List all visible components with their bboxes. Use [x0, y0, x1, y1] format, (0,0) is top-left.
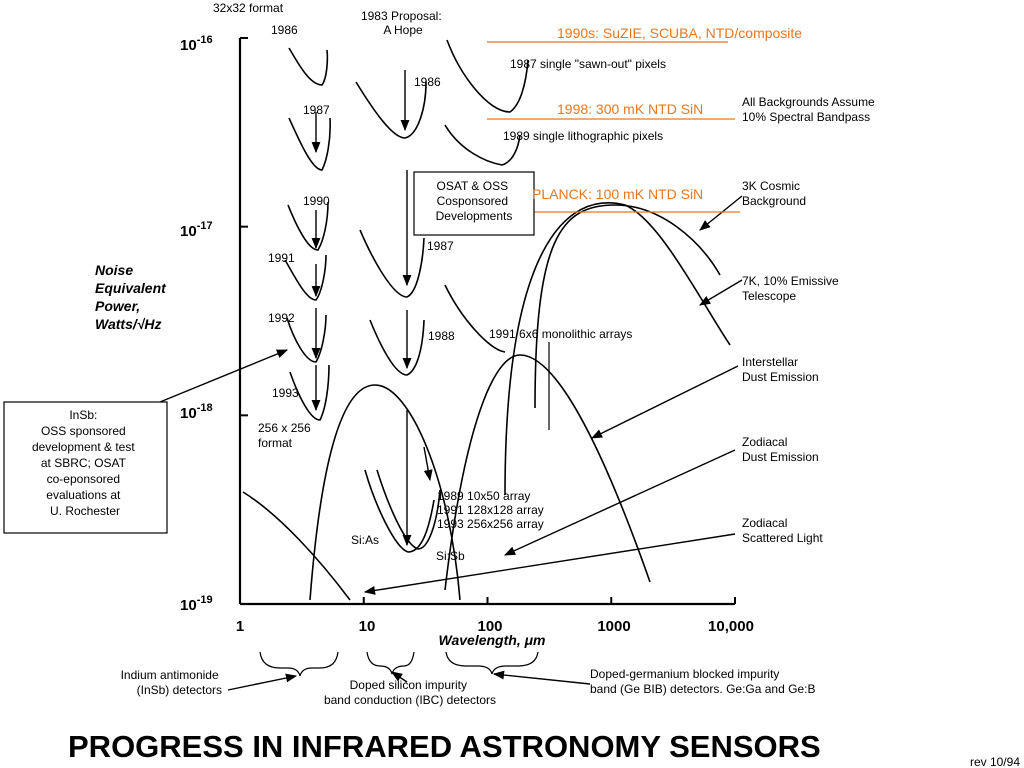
y-tick-label: 10-17 [180, 220, 213, 240]
insb-curve-1991 [284, 254, 327, 301]
insb-curve-1986 [288, 47, 329, 86]
pointer-ge-det [492, 670, 591, 685]
pointer-interstellar [590, 365, 739, 439]
label-insb-detectors: Indium antimonide (InSb) detectors [121, 668, 222, 697]
label-ibc-1987: 1987 [427, 239, 454, 253]
osat-box: OSAT & OSS Cosponsored Developments [413, 171, 535, 236]
progress-arrows [311, 70, 433, 547]
label-insb-1986: 1986 [271, 23, 298, 37]
x-tick-marks [239, 597, 736, 604]
label-sawn-out: 1987 single "sawn-out" pixels [510, 57, 666, 71]
litho-curve [444, 124, 521, 166]
label-zodiacal-dust: Zodiacal Dust Emission [742, 435, 819, 464]
x-tick-labels: 1 10 100 1000 10,000 [236, 618, 754, 635]
x-tick-label: 100 [477, 618, 502, 635]
brace-ibc [366, 651, 415, 675]
series-zodiacal-dust [309, 384, 461, 601]
monolithic-curve [444, 284, 506, 353]
arrow-si-sb [423, 446, 433, 482]
orange-label-planck: PLANCK: 100 mK NTD SiN [532, 186, 703, 202]
ibc-curve-1988 [369, 319, 425, 376]
pointer-7k [699, 279, 743, 306]
y-tick-marks [240, 37, 248, 605]
label-7k-telescope: 7K, 10% Emissive Telescope [742, 274, 842, 303]
label-litho: 1989 single lithographic pixels [503, 129, 663, 143]
series-3k-cosmic-background [534, 204, 721, 409]
pointer-zodiacal-dust [503, 449, 736, 556]
label-proposal: 1983 Proposal: A Hope [361, 9, 445, 37]
annotations: 32x32 format 1986 1987 1990 1991 1992 19… [213, 1, 666, 563]
x-tick-label: 1000 [597, 618, 630, 635]
y-tick-label: 10-19 [180, 594, 213, 614]
series-zodiacal-scattered-light [242, 491, 351, 601]
y-tick-label: 10-16 [180, 34, 213, 54]
insb-curve-1990 [287, 201, 329, 251]
label-ibc-detectors: Doped silicon impurity band conduction (… [324, 678, 496, 707]
insb-box: InSb: OSS sponsored development & test a… [3, 401, 168, 534]
insb-box-text: InSb: OSS sponsored development & test a… [32, 408, 138, 518]
label-pointers [159, 195, 743, 595]
series-interstellar-dust [444, 354, 651, 591]
label-insb-256: 256 x 256 format [258, 421, 314, 450]
label-bandpass: All Backgrounds Assume 10% Spectral Band… [742, 95, 878, 124]
orange-label-1998: 1998: 300 mK NTD SiN [557, 101, 703, 117]
label-ibc-1988: 1988 [428, 329, 455, 343]
label-si-as: Si:As [351, 533, 379, 547]
insb-curve-1987 [288, 117, 331, 171]
y-tick-label: 10-18 [180, 402, 213, 422]
osat-box-text: OSAT & OSS Cosponsored Developments [436, 179, 513, 223]
insb-curve-1992 [286, 314, 327, 363]
brace-insb [259, 651, 339, 677]
sawn-out-curve [446, 39, 529, 113]
ibc-curve-si-sb [376, 469, 441, 550]
label-32x32-format: 32x32 format [213, 1, 284, 15]
label-zodiacal-light: Zodiacal Scattered Light [742, 516, 823, 545]
y-axis-label: Noise Equivalent Power, Watts/√Hz [95, 262, 170, 332]
label-insb-1990: 1990 [303, 194, 330, 208]
orange-label-1990s: 1990s: SuZIE, SCUBA, NTD/composite [557, 25, 802, 41]
pointer-ibc-det [391, 671, 408, 683]
label-ge-detectors: Doped-germanium blocked impurity band (G… [590, 667, 815, 696]
detector-braces [227, 651, 591, 691]
pointer-insb-box [159, 349, 289, 403]
ibc-curve-si-as [364, 469, 435, 553]
pointer-insb-det [227, 673, 298, 691]
label-ibc-arrays: 1989 10x50 array 1991 128x128 array 1993… [437, 489, 547, 531]
label-ibc-1986: 1986 [414, 75, 441, 89]
x-axis-label: Wavelength, μm [439, 632, 546, 648]
insb-curve-1993 [289, 364, 330, 421]
x-tick-label: 10,000 [708, 618, 754, 635]
chart-title: PROGRESS IN INFRARED ASTRONOMY SENSORS [68, 729, 821, 764]
label-6x6: 1991 6x6 monolithic arrays [489, 327, 632, 341]
label-3k-cosmic: 3K Cosmic Background [742, 179, 806, 208]
y-tick-labels: 10-19 10-18 10-17 10-16 [180, 34, 213, 614]
series-7k-emissive-telescope [504, 202, 731, 496]
x-tick-label: 1 [236, 618, 244, 635]
label-insb-1992: 1992 [268, 311, 295, 325]
right-labels: All Backgrounds Assume 10% Spectral Band… [742, 95, 878, 545]
pointer-3k [699, 195, 743, 231]
label-insb-1991: 1991 [268, 251, 295, 265]
label-insb-1987: 1987 [303, 103, 330, 117]
brace-ge [445, 651, 539, 675]
ibc-curve-1987 [359, 229, 425, 298]
ibc-curve-1986 [355, 81, 427, 139]
label-interstellar: Interstellar Dust Emission [742, 355, 819, 384]
label-si-sb: Si:Sb [436, 549, 465, 563]
x-tick-label: 10 [359, 618, 376, 635]
pointer-zodiacal-light [363, 533, 736, 595]
revision-label: rev 10/94 [970, 755, 1020, 768]
label-insb-1993: 1993 [272, 386, 299, 400]
